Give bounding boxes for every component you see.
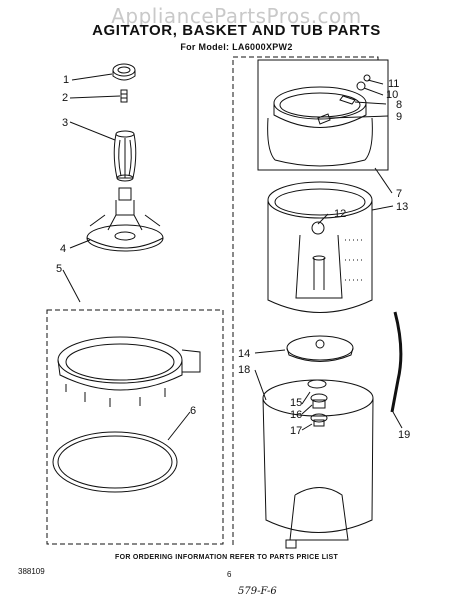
callout-3: 3 xyxy=(62,117,68,129)
tub-gasket-part xyxy=(52,431,178,493)
callout-12: 12 xyxy=(334,208,346,220)
tub-ring-part xyxy=(57,336,201,407)
model-subtitle: For Model: LA6000XPW2 xyxy=(180,42,293,52)
balance-ring-part xyxy=(267,86,373,167)
ordering-note: FOR ORDERING INFORMATION REFER TO PARTS … xyxy=(115,554,339,561)
group-line-basket xyxy=(232,56,379,545)
diagram-title: AGITATOR, BASKET AND TUB PARTS xyxy=(92,22,381,39)
callout-1: 1 xyxy=(63,74,69,86)
group-box-tub xyxy=(46,309,224,545)
wash-basket-part xyxy=(267,181,373,313)
agitator-cap-part xyxy=(112,63,136,81)
agitator-bolt-part xyxy=(120,89,128,103)
callout-18: 18 xyxy=(238,364,250,376)
callout-7: 7 xyxy=(396,188,402,200)
callout-11: 11 xyxy=(388,78,399,90)
tub-hose-part xyxy=(390,311,403,413)
callout-9: 9 xyxy=(396,111,402,123)
group-box-basket-ring xyxy=(257,59,389,171)
handwritten-note: 579-F-6 xyxy=(238,586,277,597)
callout-14: 14 xyxy=(238,348,250,360)
callout-5: 5 xyxy=(56,263,62,275)
outer-tub-part xyxy=(262,379,374,549)
drive-hub-plate-part xyxy=(286,335,354,362)
leader-lines xyxy=(62,73,403,441)
callout-6: 6 xyxy=(190,405,196,417)
hub-nut-part xyxy=(317,74,371,125)
callout-10: 10 xyxy=(386,89,398,101)
tub-seal-parts xyxy=(307,379,328,427)
callout-labels: 1 2 3 4 5 6 7 8 9 10 11 12 13 14 15 16 1… xyxy=(56,74,410,441)
agitator-base-part xyxy=(86,187,164,252)
document-number: 388109 xyxy=(18,567,45,576)
callout-8: 8 xyxy=(396,99,402,111)
callout-16: 16 xyxy=(290,409,302,421)
callout-19: 19 xyxy=(398,429,410,441)
callout-2: 2 xyxy=(62,92,68,104)
callout-13: 13 xyxy=(396,201,408,213)
callout-15: 15 xyxy=(290,397,302,409)
callout-4: 4 xyxy=(60,243,66,255)
callout-17: 17 xyxy=(290,425,302,437)
watermark: AppliancePartsPros.com xyxy=(111,4,362,28)
agitator-auger-part xyxy=(113,130,137,182)
page-number: 6 xyxy=(227,570,232,579)
